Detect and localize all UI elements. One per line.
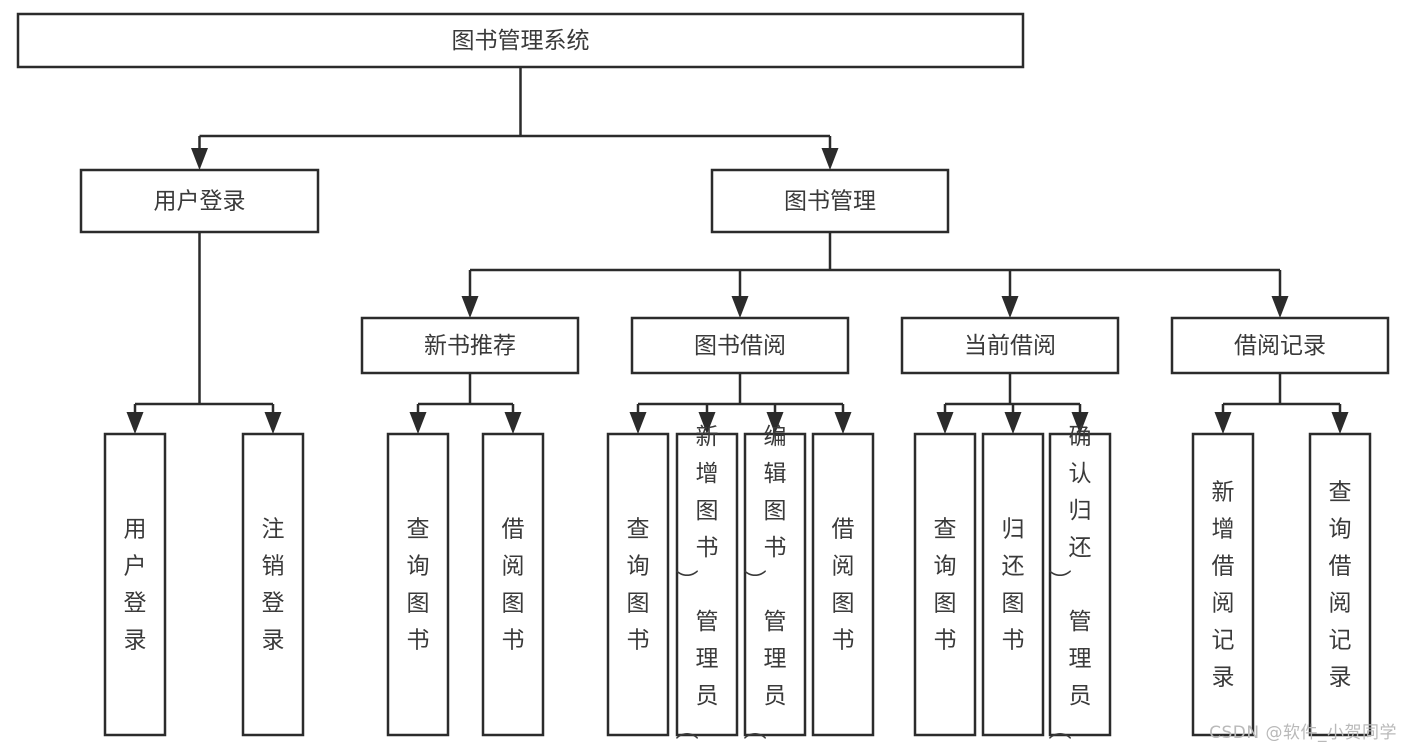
node-box[interactable]: [710, 168, 950, 234]
node-leaf-9[interactable]: 归还图书: [981, 432, 1045, 737]
node-label: 借阅图书: [502, 517, 525, 654]
node-label: 编辑图书（管理员）: [744, 424, 787, 740]
node-label: 查询图书: [627, 517, 650, 654]
node-level2-1[interactable]: 图书管理: [710, 168, 950, 234]
node-box[interactable]: [913, 432, 977, 737]
node-level3-1[interactable]: 图书借阅: [630, 316, 850, 375]
node-leaf-11[interactable]: 新增借阅记录: [1191, 432, 1255, 737]
nodes-layer: 图书管理系统用户登录图书管理新书推荐图书借阅当前借阅借阅记录用户登录注销登录查询…: [16, 12, 1390, 740]
node-box[interactable]: [481, 432, 545, 737]
node-box[interactable]: [981, 432, 1045, 737]
node-box[interactable]: [1048, 432, 1112, 737]
node-box[interactable]: [811, 432, 875, 737]
node-leaf-7[interactable]: 借阅图书: [811, 432, 875, 737]
node-label: 当前借阅: [964, 333, 1056, 359]
node-label: 新增图书（管理员）: [676, 424, 719, 740]
connector-edges: [126, 67, 1349, 434]
node-level3-3[interactable]: 借阅记录: [1170, 316, 1390, 375]
node-box[interactable]: [241, 432, 305, 737]
node-leaf-4[interactable]: 查询图书: [606, 432, 670, 737]
node-box[interactable]: [606, 432, 670, 737]
node-level3-2[interactable]: 当前借阅: [900, 316, 1120, 375]
node-box[interactable]: [103, 432, 167, 737]
node-label: 借阅图书: [832, 517, 855, 654]
node-box[interactable]: [386, 432, 450, 737]
node-leaf-8[interactable]: 查询图书: [913, 432, 977, 737]
node-label: 图书管理系统: [452, 28, 590, 54]
node-label: 用户登录: [124, 517, 147, 654]
node-box[interactable]: [630, 316, 850, 375]
node-label: 用户登录: [154, 189, 246, 215]
node-leaf-12[interactable]: 查询借阅记录: [1308, 432, 1372, 737]
node-box[interactable]: [1191, 432, 1255, 737]
node-label: 新增借阅记录: [1212, 480, 1235, 691]
node-leaf-1[interactable]: 注销登录: [241, 432, 305, 737]
node-label: 新书推荐: [424, 333, 516, 359]
watermark-label: CSDN @软件_小贺同学: [1209, 723, 1397, 743]
node-box[interactable]: [675, 432, 739, 737]
node-label: 查询借阅记录: [1329, 480, 1352, 691]
node-box[interactable]: [16, 12, 1025, 69]
node-root-图书管理系统[interactable]: 图书管理系统: [16, 12, 1025, 69]
node-label: 确认归还（管理员）: [1049, 424, 1092, 740]
node-label: 图书借阅: [694, 333, 786, 359]
node-box[interactable]: [360, 316, 580, 375]
node-box[interactable]: [900, 316, 1120, 375]
node-leaf-10[interactable]: 确认归还（管理员）: [1048, 424, 1112, 740]
node-leaf-6[interactable]: 编辑图书（管理员）: [743, 424, 807, 740]
node-box[interactable]: [79, 168, 320, 234]
node-box[interactable]: [1308, 432, 1372, 737]
node-box[interactable]: [743, 432, 807, 737]
node-leaf-3[interactable]: 借阅图书: [481, 432, 545, 737]
node-leaf-0[interactable]: 用户登录: [103, 432, 167, 737]
node-label: 归还图书: [1002, 517, 1025, 654]
node-level2-0[interactable]: 用户登录: [79, 168, 320, 234]
node-label: 借阅记录: [1234, 333, 1326, 359]
node-label: 查询图书: [934, 517, 957, 654]
node-label: 图书管理: [784, 189, 876, 215]
node-leaf-5[interactable]: 新增图书（管理员）: [675, 424, 739, 740]
node-label: 注销登录: [262, 517, 285, 654]
node-level3-0[interactable]: 新书推荐: [360, 316, 580, 375]
node-label: 查询图书: [407, 517, 430, 654]
node-leaf-2[interactable]: 查询图书: [386, 432, 450, 737]
node-box[interactable]: [1170, 316, 1390, 375]
